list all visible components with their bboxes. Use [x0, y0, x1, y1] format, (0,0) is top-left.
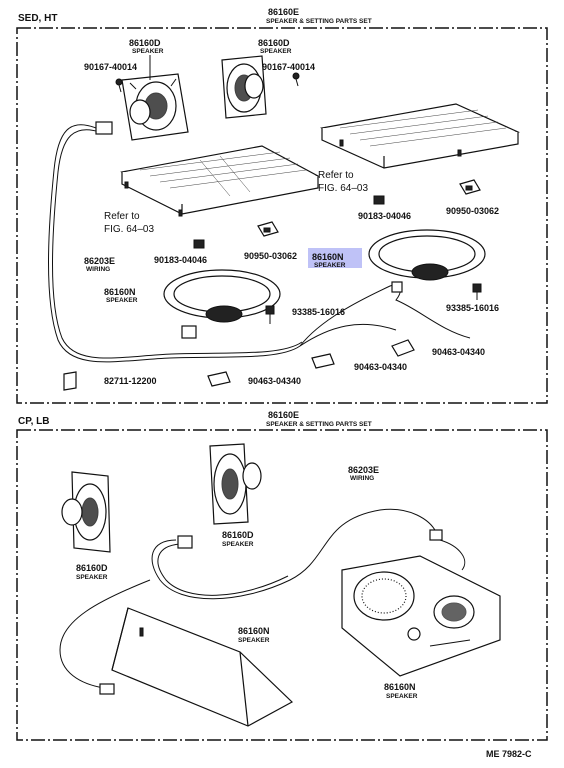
top-speaker-grille-left[interactable]: [120, 145, 320, 217]
top-set-description: SPEAKER & SETTING PARTS SET: [266, 18, 372, 25]
top-set-part-number[interactable]: 86160E: [268, 7, 299, 17]
label-86160n-bottom-right-desc: SPEAKER: [386, 693, 418, 700]
clip-icon: [373, 195, 385, 205]
label-86160d-bottom-right-desc: SPEAKER: [222, 541, 254, 548]
label-86160n-top-left[interactable]: 86160N: [104, 287, 136, 297]
label-86160d-top-right[interactable]: 86160D: [258, 38, 290, 48]
label-86203e-bottom-desc: WIRING: [350, 475, 374, 482]
bracket-icon: [63, 371, 77, 391]
label-86160n-highlighted[interactable]: 86160N: [312, 252, 344, 262]
label-90167-40014-right[interactable]: 90167-40014: [262, 62, 315, 72]
label-86160n-bottom-left[interactable]: 86160N: [238, 626, 270, 636]
highlight-box: [308, 248, 362, 268]
bottom-speaker-86160d-left[interactable]: [61, 471, 111, 553]
label-90463-04340-right[interactable]: 90463-04340: [432, 347, 485, 357]
label-86160n-bottom-right[interactable]: 86160N: [384, 682, 416, 692]
clip-icon: [193, 239, 205, 249]
bottom-wiring-harness[interactable]: [59, 508, 466, 695]
top-oval-speaker-right[interactable]: [368, 229, 486, 281]
top-speaker-grille-right[interactable]: [319, 103, 521, 169]
section-label-cp-lb: CP, LB: [18, 416, 50, 427]
refer-left-line2[interactable]: FIG. 64–03: [104, 224, 154, 235]
bottom-section-frame: [16, 429, 548, 741]
label-90167-40014-left[interactable]: 90167-40014: [84, 62, 137, 72]
label-86160d-top-right-desc: SPEAKER: [260, 48, 292, 55]
top-section-frame: [16, 27, 548, 404]
top-wiring-harness[interactable]: [48, 121, 471, 363]
clamp-icon: [207, 371, 231, 387]
label-86160d-bottom-left-desc: SPEAKER: [76, 574, 108, 581]
nut-icon: [257, 221, 279, 237]
clamp-icon: [391, 339, 415, 357]
refer-left-line1: Refer to: [104, 211, 140, 222]
label-86160d-bottom-right[interactable]: 86160D: [222, 530, 254, 540]
label-86203e-bottom[interactable]: 86203E: [348, 465, 379, 475]
bottom-wedge-speaker[interactable]: [111, 607, 294, 727]
label-86160d-top-left[interactable]: 86160D: [129, 38, 161, 48]
bottom-console-speaker[interactable]: [341, 555, 501, 677]
bottom-speaker-86160d-right[interactable]: [209, 443, 262, 525]
label-90950-03062-left[interactable]: 90950-03062: [244, 251, 297, 261]
label-86160d-top-left-desc: SPEAKER: [132, 48, 164, 55]
bolt-icon: [472, 283, 482, 300]
figure-code: ME 7982-C: [486, 749, 532, 759]
label-90463-04340-middle[interactable]: 90463-04340: [354, 362, 407, 372]
screw-icon: [115, 78, 123, 93]
label-86160n-bottom-left-desc: SPEAKER: [238, 637, 270, 644]
nut-icon: [459, 179, 481, 195]
label-86203e-top-desc: WIRING: [86, 266, 110, 273]
label-90183-04046-left[interactable]: 90183-04046: [154, 255, 207, 265]
label-86160d-bottom-left[interactable]: 86160D: [76, 563, 108, 573]
top-speaker-86160d-right[interactable]: [221, 55, 267, 119]
label-93385-16016-right[interactable]: 93385-16016: [446, 303, 499, 313]
bottom-set-description: SPEAKER & SETTING PARTS SET: [266, 421, 372, 428]
label-86160n-highlighted-desc: SPEAKER: [314, 262, 346, 269]
bottom-set-part-number[interactable]: 86160E: [268, 410, 299, 420]
bolt-icon: [265, 305, 275, 324]
label-86203e-top[interactable]: 86203E: [84, 256, 115, 266]
label-93385-16016-left[interactable]: 93385-16016: [292, 307, 345, 317]
label-90950-03062-right[interactable]: 90950-03062: [446, 206, 499, 216]
refer-right-line2[interactable]: FIG. 64–03: [318, 183, 368, 194]
refer-right-line1: Refer to: [318, 170, 354, 181]
label-90183-04046-right[interactable]: 90183-04046: [358, 211, 411, 221]
label-82711-12200[interactable]: 82711-12200: [104, 376, 157, 386]
top-oval-speaker-left[interactable]: [163, 269, 281, 323]
screw-icon: [292, 72, 300, 87]
section-label-sed-ht: SED, HT: [18, 13, 57, 24]
label-86160n-top-left-desc: SPEAKER: [106, 297, 138, 304]
clamp-icon: [311, 353, 335, 369]
top-speaker-86160d-left[interactable]: [121, 73, 189, 141]
label-90463-04340-left[interactable]: 90463-04340: [248, 376, 301, 386]
